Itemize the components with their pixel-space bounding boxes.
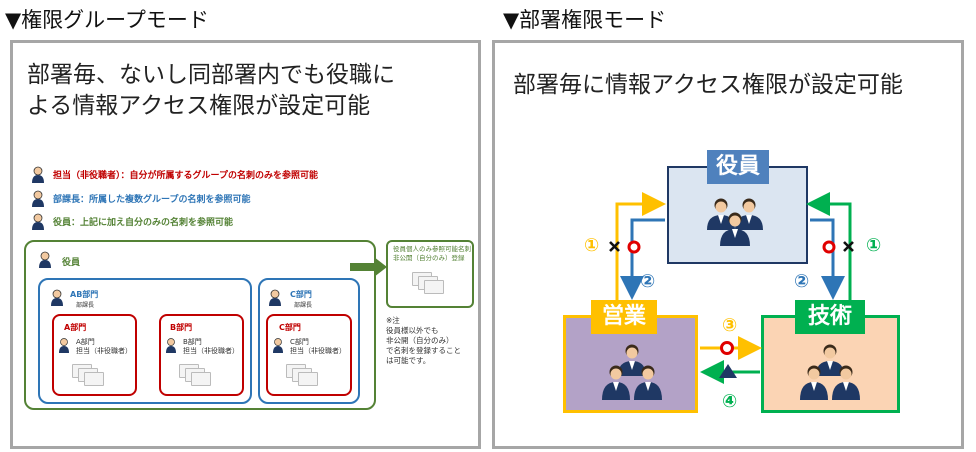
tech-allowed-blocked-icon — [822, 240, 854, 254]
access-flow-arrows — [615, 192, 852, 384]
tech-tag: 技術 — [795, 300, 865, 334]
legend-executive-text: 役員：上記に加え自分のみの名刺を参照可能 — [53, 217, 234, 228]
b-department-box — [159, 314, 244, 396]
legend-manager-text: 部課長：所属した複数グループの名刺を参照可能 — [53, 194, 251, 205]
permission-group-desc-line1: 部署毎、ないし同部署内でも役職に — [27, 62, 395, 88]
person-icon — [32, 213, 44, 230]
sales-people-icon — [602, 344, 662, 400]
step-2-sales-label: ② — [640, 271, 656, 292]
legend-row-manager: 部課長：所属した複数グループの名刺を参照可能 — [31, 189, 250, 207]
sales-tech-allowed-icon — [720, 341, 734, 355]
a-staff-person-icon — [59, 338, 69, 353]
person-icon — [32, 190, 44, 207]
step-1-tech-label: ① — [866, 235, 882, 256]
executive-tag: 役員 — [707, 150, 769, 184]
ab-manager-person-icon — [51, 289, 63, 306]
tech-people-icon — [800, 344, 860, 400]
step-1-sales-label: ① — [584, 235, 600, 256]
legend-staff-text: 担当（非役職者）：自分が所属するグループの名刺のみを参照可能 — [53, 170, 318, 181]
executive-group-label: 役員 — [62, 258, 81, 268]
private-business-cards-icon — [412, 272, 446, 294]
c-department-label: C部門 — [290, 290, 312, 299]
c-manager-person-icon — [269, 289, 281, 306]
permission-group-mode-heading: ▼権限グループモード — [5, 8, 209, 32]
legend-row-staff: 担当（非役職者）：自分が所属するグループの名刺のみを参照可能 — [31, 165, 318, 183]
department-mode-heading: ▼部署権限モード — [503, 8, 667, 32]
department-mode-desc: 部署毎に情報アクセス権限が設定可能 — [513, 72, 903, 98]
c-staff-box — [266, 314, 352, 396]
ab-department-label: AB部門 — [70, 290, 99, 299]
c-staff-person-icon — [273, 338, 283, 353]
step-2-tech-label: ② — [794, 271, 810, 292]
permission-group-desc-line2: よる情報アクセス権限が設定可能 — [27, 93, 371, 119]
a-department-box — [52, 314, 137, 396]
c-department-sub: 部課長 — [294, 302, 313, 309]
step-4-label: ④ — [722, 391, 738, 412]
private-cards-box — [386, 240, 474, 308]
c-staff-label: C部門 担当（非役職者） — [290, 338, 346, 355]
sales-blocked-allowed-icon — [609, 240, 641, 254]
ab-department-box — [38, 278, 252, 404]
private-registration-note: ※注 役員様以外でも 非公開（自分のみ） で名刺を登録すること は可能です。 — [386, 316, 461, 365]
b-staff-label: B部門 担当（非役職者） — [183, 338, 239, 355]
c-staff-department-label: C部門 — [279, 323, 301, 332]
a-staff-label: A部門 担当（非役職者） — [76, 338, 132, 355]
executive-person-icon — [39, 251, 51, 268]
a-department-label: A部門 — [64, 323, 87, 332]
ab-department-sub: 部課長 — [76, 302, 95, 309]
executive-group-box — [24, 240, 376, 410]
person-icon — [32, 166, 44, 183]
legend-row-executive: 役員：上記に加え自分のみの名刺を参照可能 — [31, 212, 233, 230]
private-cards-label: 役員個人のみ参照可能名刺 非公開（自分のみ）登録 — [393, 245, 471, 262]
private-arrow-icon — [350, 257, 387, 277]
b-business-cards-icon — [179, 364, 213, 386]
step-3-label: ③ — [722, 315, 738, 336]
tech-sales-limited-icon — [719, 364, 737, 378]
a-business-cards-icon — [72, 364, 106, 386]
b-department-label: B部門 — [170, 323, 193, 332]
sales-tag: 営業 — [591, 300, 657, 334]
c-department-box — [258, 278, 360, 404]
executive-people-icon — [707, 198, 763, 246]
c-business-cards-icon — [286, 364, 320, 386]
b-staff-person-icon — [166, 338, 176, 353]
